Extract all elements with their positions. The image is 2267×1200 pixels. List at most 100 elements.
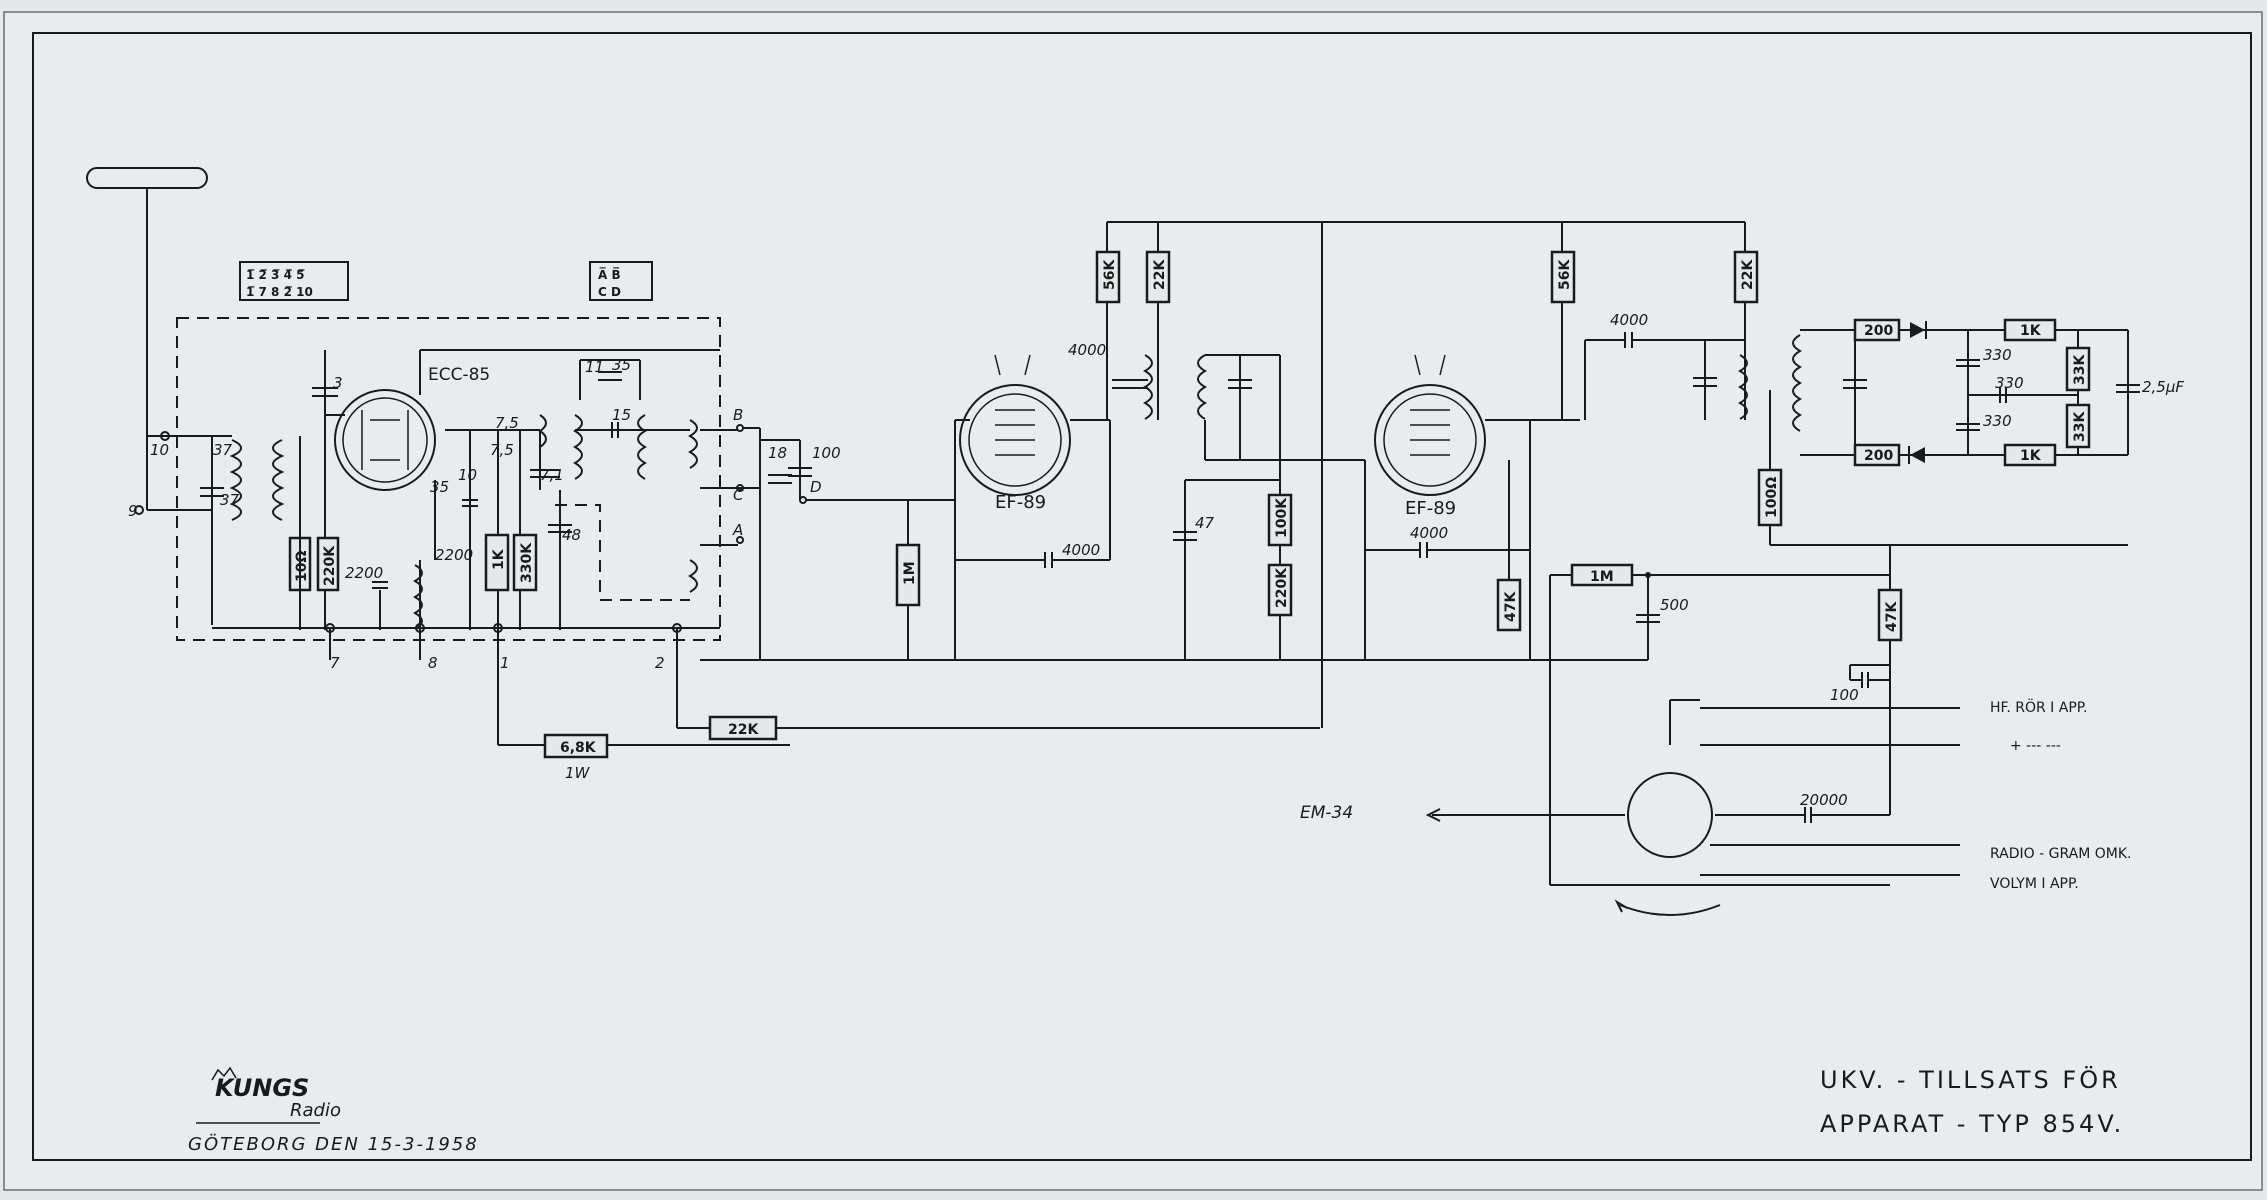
switch-c-label: C <box>733 486 744 504</box>
cap-20000-label: 20000 <box>1800 791 1848 809</box>
cap-75a-label: 7,5 <box>495 414 519 432</box>
resistor-22k-a-label: 22K <box>1152 259 1168 290</box>
ef89-1-label: EF-89 <box>995 492 1046 513</box>
switch-code-1b: 1̅ 7 8 2̅ 10 <box>246 285 313 299</box>
switch-code-box-2 <box>589 261 653 301</box>
cap-2200b-label: 2200 <box>435 546 473 564</box>
cap-37b-label: 37 <box>220 491 240 509</box>
resistor-1m-a-label: 1M <box>902 561 918 585</box>
terminal-10-label: 10 <box>150 441 169 459</box>
cap-100b-label: 100 <box>1830 686 1859 704</box>
resistor-6-8k-watt: 1W <box>565 764 591 782</box>
resistor-330k-label: 330K <box>519 542 535 583</box>
cap-15-label: 15 <box>612 406 631 424</box>
conn-volym-label: VOLYM I APP. <box>1990 876 2079 892</box>
terminal-9-label: 9 <box>128 502 138 520</box>
cap-2-5uf-label: 2,5μF <box>2142 378 2184 396</box>
terminal-7-label: 7 <box>330 654 340 672</box>
ef89-tube-1 <box>959 384 1071 496</box>
switch-code-2a: A̅ B̅ <box>598 268 621 282</box>
paper-edge <box>3 11 2263 1191</box>
cap-330b-label: 330 <box>1995 374 2024 392</box>
terminal-1-label: 1 <box>500 654 510 672</box>
resistor-100ohm-label: 100Ω <box>1764 477 1780 518</box>
cap-75b-label: 7,5 <box>490 441 514 459</box>
osc-coil <box>412 564 423 630</box>
resistor-100k-label: 100K <box>1274 497 1290 538</box>
em34-label: EM-34 <box>1300 803 1353 823</box>
resistor-10ohm-label: 10Ω <box>294 551 310 582</box>
resistor-1k-a-label: 1K <box>491 548 507 570</box>
footer-place-date: GÖTEBORG DEN 15-3-1958 <box>188 1133 479 1155</box>
cap-10-label: 10 <box>458 466 477 484</box>
logo-brand: KUNGS <box>215 1074 309 1102</box>
cap-11-label: 11 <box>585 358 604 376</box>
ef89-2-label: EF-89 <box>1405 498 1456 519</box>
resistor-1k-b-label: 1K <box>2020 323 2042 339</box>
conn-plus-label: + --- --- <box>2010 738 2061 754</box>
cap-100a-label: 100 <box>812 444 841 462</box>
ratio-detector-coil <box>1737 354 1748 420</box>
switch-d-label: D <box>810 478 822 496</box>
resistor-22k-b <box>1733 250 1759 304</box>
resistor-33k-a <box>2065 346 2091 392</box>
em34-indicator-tube <box>1627 772 1713 858</box>
resistor-22k-b-label: 22K <box>1740 259 1756 290</box>
resistor-100k <box>1267 493 1293 547</box>
resistor-220k-a-label: 220K <box>322 545 338 586</box>
drawing-frame <box>32 32 2252 1161</box>
logo-sub: Radio <box>290 1100 341 1121</box>
switch-code-2b: C D <box>598 285 621 299</box>
cap-330c-label: 330 <box>1983 412 2012 430</box>
resistor-33k-a-label: 33K <box>2072 354 2088 385</box>
resistor-200-b-label: 200 <box>1864 448 1893 464</box>
switch-a-label: A <box>732 521 743 539</box>
cap-18-label: 18 <box>768 444 787 462</box>
switch-code-1a: 1̅ 2̅ 3̅ 4̅ 5̅ <box>246 268 304 282</box>
resistor-220k-a <box>316 536 340 592</box>
cap-71-label: 7,1 <box>540 466 564 484</box>
switch-code-box-1 <box>239 261 349 301</box>
if-coil-1 <box>572 414 583 480</box>
resistor-33k-b <box>2065 403 2091 449</box>
resistor-1k-a <box>484 533 510 592</box>
antenna-coil-1 <box>229 439 242 521</box>
ef89-tube-2 <box>1374 384 1486 496</box>
cap-500-label: 500 <box>1660 596 1689 614</box>
resistor-220k-b-label: 220K <box>1274 567 1290 608</box>
resistor-56k-b <box>1550 250 1576 304</box>
switch-b-label: B <box>733 406 743 424</box>
title-line-2: APPARAT - TYP 854V. <box>1820 1110 2124 1138</box>
tuner-shield-outline <box>176 317 721 641</box>
cap-4000c-label: 4000 <box>1410 524 1448 542</box>
resistor-56k-a <box>1095 250 1121 304</box>
resistor-22k-a <box>1145 250 1171 304</box>
cap-37a-label: 37 <box>213 441 233 459</box>
resistor-56k-b-label: 56K <box>1557 259 1573 290</box>
resistor-56k-a-label: 56K <box>1102 259 1118 290</box>
if-coil-stage1-a <box>1142 354 1153 420</box>
cap-3-label: 3 <box>333 374 343 392</box>
ecc85-label: ECC-85 <box>428 365 490 385</box>
kungs-logo: KUNGS Radio <box>196 1066 341 1124</box>
resistor-330k <box>512 533 538 592</box>
terminal-2-label: 2 <box>655 654 665 672</box>
resistor-47k-a-label: 47K <box>1503 591 1519 622</box>
resistor-1m-a <box>895 543 921 607</box>
cap-35-label: 35 <box>430 478 449 496</box>
resistor-33k-b-label: 33K <box>2072 411 2088 442</box>
cap-4000b-label: 4000 <box>1068 341 1106 359</box>
resistor-6-8k-label: 6,8K <box>560 740 597 756</box>
resistor-47k-b-label: 47K <box>1884 601 1900 632</box>
resistor-200-a-label: 200 <box>1864 323 1893 339</box>
resistor-220k-b <box>1267 563 1293 617</box>
resistor-1m-b-label: 1M <box>1590 569 1614 585</box>
resistor-22k-c-label: 22K <box>728 722 759 738</box>
cap-4000d-label: 4000 <box>1610 311 1648 329</box>
cap-2200a-label: 2200 <box>345 564 383 582</box>
terminal-8-label: 8 <box>428 654 438 672</box>
ecc85-tube <box>334 389 436 491</box>
resistor-1k-c-label: 1K <box>2020 448 2042 464</box>
